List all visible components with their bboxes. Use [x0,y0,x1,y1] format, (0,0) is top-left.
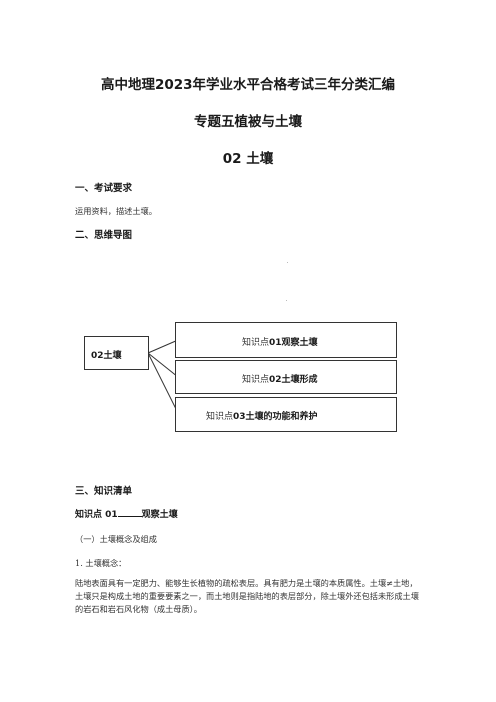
document-title: 高中地理2023年学业水平合格考试三年分类汇编 [100,77,396,93]
branch-label: 02土壤形成 [269,375,318,385]
mind-map-branch-node-3: 知识点03土壤的功能和养护 [175,397,397,432]
subsection-heading: （一）土壤概念及组成 [75,534,157,544]
section-heading-exam-requirements: 一、考试要求 [75,183,133,194]
root-node-label: 02土壤 [91,351,122,361]
branch-prefix: 知识点 [242,338,270,348]
mind-map-root-node: 02土壤 [84,336,149,370]
section-heading-knowledge-list: 三、知识清单 [75,486,133,497]
underline-gap [117,508,142,517]
connector-line [147,352,179,414]
stray-mark [287,262,288,263]
exam-requirements-text: 运用资料，描述土壤。 [75,206,157,216]
subtopic-title: 02 土壤 [222,151,274,167]
branch-label: 01观察土壤 [269,338,318,348]
branch-prefix: 知识点 [242,375,270,385]
stray-mark [286,300,287,301]
branch-prefix: 知识点 [206,412,234,422]
connector-line [147,352,179,378]
connector-line [147,339,179,354]
mind-map-branch-node-1: 知识点01观察土壤 [175,322,397,358]
knowledge-point-title: 观察土壤 [141,510,178,520]
section-heading-mind-map: 二、思维导图 [75,230,133,241]
mind-map-branch-node-2: 知识点02土壤形成 [175,360,397,394]
list-item-label: 1. 土壤概念： [75,558,127,568]
body-paragraph: 陆地表面具有一定肥力、能够生长植物的疏松表层。具有肥力是土壤的本质属性。土壤≠土… [75,578,419,614]
branch-label: 03土壤的功能和养护 [233,412,318,422]
topic-title: 专题五植被与土壤 [194,114,302,130]
knowledge-point-number: 知识点 01 [75,510,118,520]
knowledge-point-heading: 知识点 01 观察土壤 [75,507,178,520]
